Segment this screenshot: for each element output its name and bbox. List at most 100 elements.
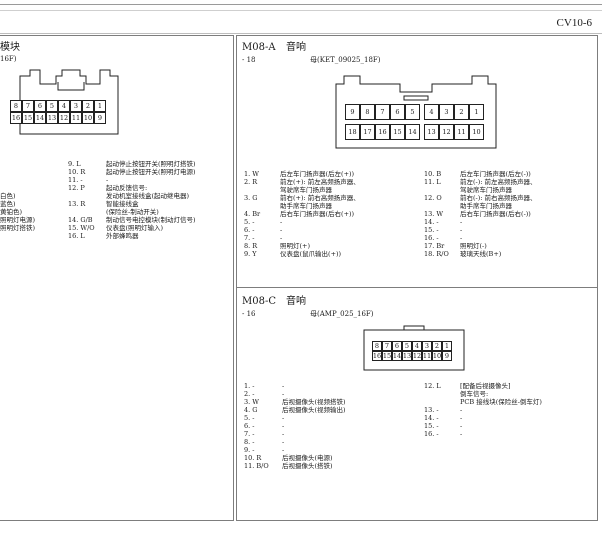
pin-number: 10. R bbox=[244, 454, 262, 462]
connector-pin-cell: 13 bbox=[424, 124, 439, 140]
header-rule-top bbox=[0, 4, 602, 5]
pin-description: - bbox=[460, 406, 463, 414]
pin-number: 3. W bbox=[244, 398, 259, 406]
pin-number: 11. L bbox=[424, 178, 441, 186]
m08c-pin-list-right: 12. L[配备后视摄像头] 倒车信号: PCB 接线块(保险丝-倒车灯)13.… bbox=[424, 382, 596, 438]
connector-pin-cell: 14 bbox=[405, 124, 420, 140]
left-panel-fragments: 白色)蓝色)黄铂色)照明灯电源)照明灯搭铁) bbox=[0, 192, 40, 232]
pin-description: - bbox=[280, 234, 283, 242]
pin-number: 2. - bbox=[244, 390, 255, 398]
pin-row: 15. -- bbox=[424, 422, 596, 430]
pin-description: - bbox=[282, 422, 285, 430]
pin-row: 7. -- bbox=[244, 234, 420, 242]
pin-description: 照明灯(-) bbox=[460, 242, 487, 250]
pin-row: 12. O 前右(-): 前右高频扬声器、 助手席车门扬声器 bbox=[424, 194, 596, 210]
connector-pin-cell: 5 bbox=[405, 104, 420, 120]
connector-pin-cell: 9 bbox=[442, 351, 452, 361]
pin-description: 外部蜂鸣器 bbox=[106, 232, 139, 240]
pin-number: 16. - bbox=[424, 430, 439, 438]
connector-pin-cell: 9 bbox=[94, 112, 106, 124]
connector-pin-cell: 1 bbox=[469, 104, 484, 120]
pin-row: 11. L 前左(-): 前左高频扬声器、 驾驶席车门扬声器 bbox=[424, 178, 596, 194]
pin-description: 前右(-): 前右高频扬声器、 助手席车门扬声器 bbox=[460, 194, 537, 210]
pin-description: - bbox=[282, 414, 285, 422]
pin-number: 14. - bbox=[424, 414, 439, 422]
left-connector-outline bbox=[19, 69, 119, 135]
pin-number: 9. Y bbox=[244, 250, 257, 258]
connector-pin-cell: 4 bbox=[424, 104, 439, 120]
pin-number: 14. - bbox=[424, 218, 439, 226]
pin-description: 制动信号电控模块(制动灯信号) bbox=[106, 216, 196, 224]
pin-row: 1. -- bbox=[244, 382, 420, 390]
pin-number: 10. B bbox=[424, 170, 442, 178]
pin-description: 后视摄像头(视频搭铁) bbox=[282, 398, 346, 406]
connector-pin-cell: 14 bbox=[392, 351, 402, 361]
pin-number: 12. O bbox=[424, 194, 442, 202]
pin-row: 9. -- bbox=[244, 446, 420, 454]
pin-description: [配备后视摄像头] 倒车信号: PCB 接线块(保险丝-倒车灯) bbox=[460, 382, 542, 406]
connector-pin-cell: 6 bbox=[390, 104, 405, 120]
connector-pin-cell: 3 bbox=[439, 104, 454, 120]
connector-pin-cell: 5 bbox=[46, 100, 58, 112]
pin-description: 后右车门扬声器(后右(-)) bbox=[460, 210, 531, 218]
connector-pin-cell: 3 bbox=[422, 341, 432, 351]
pin-description: - bbox=[460, 430, 463, 438]
m08a-connector-type: 母(KET_09025_18F) bbox=[310, 56, 381, 64]
m08c-connector-outline bbox=[363, 325, 465, 371]
connector-pin-cell: 5 bbox=[402, 341, 412, 351]
pin-description: 前左(+): 前左高频扬声器、 驾驶席车门扬声器 bbox=[280, 178, 360, 194]
pin-description: - bbox=[280, 226, 283, 234]
connector-pin-cell: 15 bbox=[382, 351, 392, 361]
connector-pin-cell: 6 bbox=[392, 341, 402, 351]
pin-row: 11. B/O 后视摄像头(搭铁) bbox=[244, 462, 420, 470]
left-panel-frame bbox=[0, 35, 234, 521]
pin-description: 后视摄像头(电源) bbox=[282, 454, 333, 462]
pin-description: - bbox=[282, 430, 285, 438]
pin-number: 15. - bbox=[424, 422, 439, 430]
pin-description: - bbox=[460, 218, 463, 226]
pin-number: 16. - bbox=[424, 234, 439, 242]
cropped-fragment: 白色) bbox=[0, 192, 16, 200]
pin-number: 13. - bbox=[424, 406, 439, 414]
connector-pin-cell: 15 bbox=[390, 124, 405, 140]
pin-number: 8. R bbox=[244, 242, 258, 250]
connector-pin-cell: 14 bbox=[34, 112, 46, 124]
pin-description: 前左(-): 前左高频扬声器、 驾驶席车门扬声器 bbox=[460, 178, 537, 194]
pin-row: 15. -- bbox=[424, 226, 596, 234]
pin-number: 4. Br bbox=[244, 210, 261, 218]
pin-description: 起动反馈信号: 发动机室接线盒(起动继电器) bbox=[106, 184, 190, 200]
connector-pin-cell: 12 bbox=[439, 124, 454, 140]
connector-pin-cell: 11 bbox=[454, 124, 469, 140]
pin-number: 7. - bbox=[244, 430, 255, 438]
cropped-fragment: 照明灯电源) bbox=[0, 216, 36, 224]
connector-pin-cell: 11 bbox=[70, 112, 82, 124]
pin-number: 5. - bbox=[244, 218, 255, 226]
pin-description: 仪表盘(照明灯输入) bbox=[106, 224, 164, 232]
pin-number: 11. - bbox=[68, 176, 83, 184]
connector-pin-cell: 1 bbox=[442, 341, 452, 351]
pin-row: 11. -- bbox=[68, 176, 228, 184]
header-rule-bottom bbox=[0, 33, 602, 34]
pin-number: 12. P bbox=[68, 184, 85, 192]
pin-number: 11. B/O bbox=[244, 462, 269, 470]
connector-pin-cell: 9 bbox=[345, 104, 360, 120]
pin-description: - bbox=[282, 438, 285, 446]
page-code: CV10-6 bbox=[556, 17, 592, 29]
connector-pin-cell: 16 bbox=[372, 351, 382, 361]
connector-pin-cell: 7 bbox=[375, 104, 390, 120]
pin-number: 3. G bbox=[244, 194, 258, 202]
pin-description: 后视摄像头(搭铁) bbox=[282, 462, 333, 470]
pin-number: 13. W bbox=[424, 210, 444, 218]
pin-number: 15. - bbox=[424, 226, 439, 234]
m08a-name: 音响 bbox=[286, 42, 306, 53]
left-panel-subtitle: 16F) bbox=[0, 55, 17, 63]
